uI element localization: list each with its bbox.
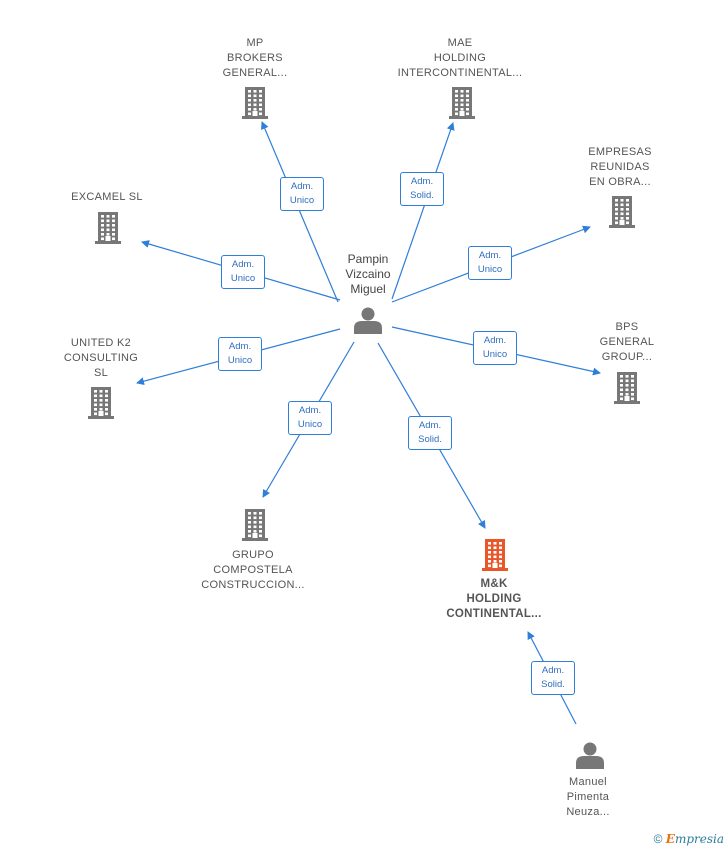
- company-grupo-label[interactable]: GRUPO COMPOSTELA CONSTRUCCION...: [173, 548, 333, 593]
- relation-badge-united[interactable]: Adm. Unico: [218, 337, 262, 371]
- relation-badge-text: Unico: [482, 349, 508, 360]
- company-united-label[interactable]: UNITED K2 CONSULTING SL: [21, 336, 181, 381]
- relation-badge-text: Adm.: [410, 176, 434, 187]
- company-mk-label[interactable]: M&K HOLDING CONTINENTAL...: [414, 577, 574, 622]
- company-empresas-building-icon[interactable]: [609, 196, 635, 228]
- company-empresas-label-line: REUNIDAS: [590, 161, 650, 173]
- relation-badge-text: Unico: [227, 355, 253, 366]
- relation-badge-text: Adm.: [231, 259, 255, 270]
- company-united-label-line: CONSULTING: [63, 352, 139, 364]
- other-person-name-line: Pimenta: [566, 791, 610, 803]
- company-mk-label-line: M&K: [480, 578, 508, 590]
- company-mae-label-line: HOLDING: [433, 52, 487, 64]
- company-mp-label-line: BROKERS: [227, 52, 283, 64]
- relation-badge-text: Adm.: [478, 250, 502, 261]
- relation-badge-text: Solid.: [410, 190, 434, 201]
- relation-badge-text: Adm.: [290, 181, 314, 192]
- company-united-label-line: UNITED K2: [70, 337, 132, 349]
- other-person-name-line: Manuel: [569, 776, 607, 788]
- company-excamel-label-line: EXCAMEL SL: [71, 191, 143, 203]
- company-bps-building-icon[interactable]: [614, 372, 640, 404]
- edge-mp: [261, 121, 339, 303]
- relation-badge-text: Unico: [297, 419, 323, 430]
- company-grupo-building-icon[interactable]: [242, 509, 268, 541]
- company-mp-label-line: MP: [246, 37, 264, 49]
- company-mp-label[interactable]: MP BROKERS GENERAL...: [175, 36, 335, 81]
- relation-badge-text: Adm.: [483, 335, 507, 346]
- relation-badge-other_mk[interactable]: Adm. Solid.: [531, 661, 575, 695]
- relation-badge-text: Unico: [230, 273, 256, 284]
- company-mp-building-icon[interactable]: [242, 87, 268, 119]
- company-grupo-label-line: GRUPO: [232, 549, 274, 561]
- relation-badge-text: Unico: [477, 264, 503, 275]
- relation-badge-text: Unico: [289, 195, 315, 206]
- company-united-label-line: SL: [93, 367, 109, 379]
- relation-badge-empresas[interactable]: Adm. Unico: [468, 246, 512, 280]
- company-mk-building-icon[interactable]: [482, 539, 508, 571]
- company-mk-label-line: HOLDING: [466, 593, 522, 605]
- relation-badge-text: Solid.: [541, 679, 565, 690]
- company-empresas-label[interactable]: EMPRESAS REUNIDAS EN OBRA...: [540, 145, 700, 190]
- relation-badge-mp[interactable]: Adm. Unico: [280, 177, 324, 211]
- other-person-name-line: Neuza...: [566, 806, 610, 818]
- company-mae-building-icon[interactable]: [449, 87, 475, 119]
- relation-badge-grupo[interactable]: Adm. Unico: [288, 401, 332, 435]
- center-person-name-line: Pampin: [347, 252, 389, 266]
- company-mae-label-line: MAE: [447, 37, 473, 49]
- other-person-icon[interactable]: [576, 742, 604, 770]
- relation-badge-text: Adm.: [298, 405, 322, 416]
- relation-badge-mk[interactable]: Adm. Solid.: [408, 416, 452, 450]
- company-bps-label-line: GENERAL: [599, 336, 655, 348]
- relation-badge-text: Adm.: [418, 420, 442, 431]
- brand-logo-text: mpresia: [674, 832, 724, 846]
- edge-mae: [391, 122, 455, 300]
- relation-badge-text: Solid.: [418, 434, 442, 445]
- company-mae-label[interactable]: MAE HOLDING INTERCONTINENTAL...: [380, 36, 540, 81]
- relation-badge-text: Adm.: [228, 341, 252, 352]
- company-mp-label-line: GENERAL...: [222, 67, 288, 79]
- brand-watermark: © Empresia: [654, 832, 724, 846]
- relation-badge-bps[interactable]: Adm. Unico: [473, 331, 517, 365]
- company-mk-label-line: CONTINENTAL...: [446, 608, 542, 620]
- company-bps-label[interactable]: BPS GENERAL GROUP...: [547, 320, 707, 365]
- company-empresas-label-line: EN OBRA...: [589, 176, 651, 188]
- company-bps-label-line: GROUP...: [601, 351, 653, 363]
- center-person-name-line: Miguel: [350, 282, 386, 296]
- brand-logo-e: E: [665, 832, 675, 846]
- company-excamel-building-icon[interactable]: [95, 212, 121, 244]
- company-excamel-label[interactable]: EXCAMEL SL: [27, 190, 187, 205]
- center-person-name-line: Vizcaino: [345, 267, 391, 281]
- copyright-symbol: ©: [653, 832, 663, 846]
- relation-badge-text: Adm.: [541, 665, 565, 676]
- center-person-icon[interactable]: [354, 307, 382, 335]
- company-mae-label-line: INTERCONTINENTAL...: [397, 67, 523, 79]
- company-grupo-label-line: CONSTRUCCION...: [201, 579, 305, 591]
- company-empresas-label-line: EMPRESAS: [588, 146, 652, 158]
- company-grupo-label-line: COMPOSTELA: [213, 564, 293, 576]
- company-bps-label-line: BPS: [615, 321, 639, 333]
- company-united-building-icon[interactable]: [88, 387, 114, 419]
- relation-badge-mae[interactable]: Adm. Solid.: [400, 172, 444, 206]
- relation-badge-excamel[interactable]: Adm. Unico: [221, 255, 265, 289]
